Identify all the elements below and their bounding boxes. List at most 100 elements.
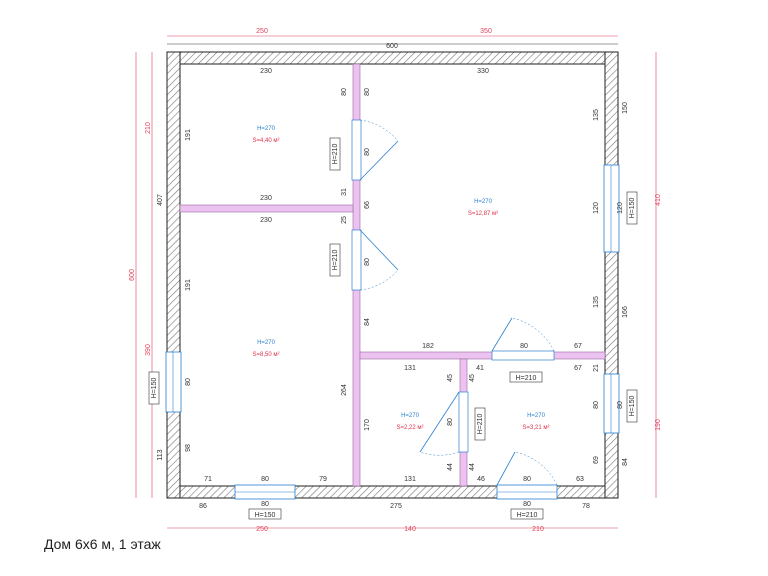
dim-inner: 182 <box>422 343 434 350</box>
wall-inner-outline <box>179 63 606 487</box>
dim-inner: 45 <box>469 374 476 382</box>
dim-left-2: 390 <box>145 344 152 356</box>
dim-inner: 80 <box>447 418 454 426</box>
dim-inner: 44 <box>469 463 476 471</box>
height-box-door-2: H=210 <box>332 249 339 270</box>
outer-walls <box>166 51 619 499</box>
window-left <box>165 351 182 413</box>
dim-inner: 191 <box>185 279 192 291</box>
dim-inner: 25 <box>341 216 348 224</box>
dim-inner: 84 <box>622 458 629 466</box>
dim-inner: 80 <box>364 258 371 266</box>
dim-left-1: 210 <box>145 122 152 134</box>
dim-inner: 230 <box>260 217 272 224</box>
partitions <box>179 63 606 487</box>
dim-top-2: 350 <box>480 28 492 35</box>
height-box-door-hall: H=210 <box>516 375 537 382</box>
room-4-height: H=270 <box>401 413 420 419</box>
dim-inner: 80 <box>617 401 624 409</box>
dim-inner: 120 <box>593 202 600 214</box>
height-box-window-bottom-left: H=150 <box>255 512 276 519</box>
dim-inner: 80 <box>341 88 348 96</box>
dim-inner: 69 <box>593 456 600 464</box>
room-4-area: S=2,22 м² <box>397 425 424 431</box>
height-box-door-entry: H=210 <box>517 512 538 519</box>
partition-right-horizontal <box>359 351 606 360</box>
dim-left-total: 600 <box>129 269 136 281</box>
height-box-window-right-top: H=150 <box>629 197 636 218</box>
outer-dimension-labels: 250 350 600 600 210 390 410 190 250 140 … <box>129 28 662 533</box>
dim-inner: 80 <box>261 476 269 483</box>
dim-right-1: 410 <box>655 194 662 206</box>
dim-inner: 80 <box>593 401 600 409</box>
dim-top-total: 600 <box>386 43 398 50</box>
room-1-height: H=270 <box>257 126 276 132</box>
dim-inner: 170 <box>364 419 371 431</box>
dim-inner: 264 <box>341 384 348 396</box>
room-3-area: S=8,50 м² <box>253 352 280 358</box>
door-leaves <box>359 119 558 486</box>
room-labels: H=270 S=4,40 м² H=270 S=12,87 м² H=270 S… <box>253 126 550 431</box>
dim-inner: 131 <box>404 365 416 372</box>
room-5-height: H=270 <box>527 413 546 419</box>
dim-inner: 131 <box>404 476 416 483</box>
dim-inner: 67 <box>574 343 582 350</box>
dim-inner: 84 <box>364 318 371 326</box>
dim-inner: 63 <box>576 476 584 483</box>
wall-left <box>166 51 181 499</box>
dim-inner: 135 <box>593 296 600 308</box>
dim-inner: 407 <box>157 194 164 206</box>
dim-inner: 98 <box>185 444 192 452</box>
dim-bottom-1: 250 <box>256 526 268 533</box>
dim-inner: 80 <box>261 501 269 508</box>
dim-inner: 166 <box>622 306 629 318</box>
room-2-area: S=12,87 м² <box>468 211 498 217</box>
height-boxes: H=210 H=210 H=150 H=150 H=210 H=210 H=15… <box>148 137 638 520</box>
window-right-bottom <box>603 373 620 434</box>
dim-inner: 150 <box>622 102 629 114</box>
partition-left-horizontal <box>179 204 354 213</box>
plan-caption: Дом 6х6 м, 1 этаж <box>44 536 161 552</box>
inner-dimension-labels: 230 330 191 230 230 80 80 80 31 66 25 80… <box>157 68 629 510</box>
height-box-window-left: H=150 <box>151 377 158 398</box>
dim-bottom-2: 140 <box>404 526 416 533</box>
dim-inner: 31 <box>341 188 348 196</box>
dim-inner: 275 <box>390 503 402 510</box>
doors <box>351 119 555 453</box>
dim-top-1: 250 <box>256 28 268 35</box>
dim-inner: 80 <box>523 501 531 508</box>
dim-inner: 230 <box>260 195 272 202</box>
dim-inner: 80 <box>520 343 528 350</box>
dim-inner: 80 <box>364 88 371 96</box>
dim-inner: 330 <box>477 68 489 75</box>
dim-inner: 80 <box>523 476 531 483</box>
dim-inner: 67 <box>574 365 582 372</box>
height-box-door-1: H=210 <box>332 143 339 164</box>
dim-inner: 113 <box>157 449 164 460</box>
dim-inner: 44 <box>447 463 454 471</box>
room-3-height: H=270 <box>257 340 276 346</box>
dim-inner: 86 <box>199 503 207 510</box>
dim-inner: 78 <box>582 503 590 510</box>
window-right-top <box>603 164 620 253</box>
dim-inner: 191 <box>185 129 192 141</box>
dim-inner: 79 <box>319 476 327 483</box>
wall-top <box>166 51 619 65</box>
dim-inner: 120 <box>617 202 624 214</box>
dim-inner: 66 <box>364 201 371 209</box>
height-box-window-right-bottom: H=150 <box>629 395 636 416</box>
outer-dimension-lines <box>135 35 657 529</box>
dim-inner: 41 <box>476 365 484 372</box>
windows <box>165 164 620 500</box>
dim-inner: 71 <box>204 476 212 483</box>
dim-inner: 135 <box>593 109 600 121</box>
dim-inner: 230 <box>260 68 272 75</box>
dim-inner: 80 <box>364 148 371 156</box>
dim-inner: 45 <box>447 374 454 382</box>
height-box-door-wc: H=210 <box>477 413 484 434</box>
dim-inner: 80 <box>185 378 192 386</box>
dim-inner: 46 <box>477 476 485 483</box>
room-5-area: S=3,21 м² <box>523 425 550 431</box>
dim-right-2: 190 <box>655 419 662 431</box>
